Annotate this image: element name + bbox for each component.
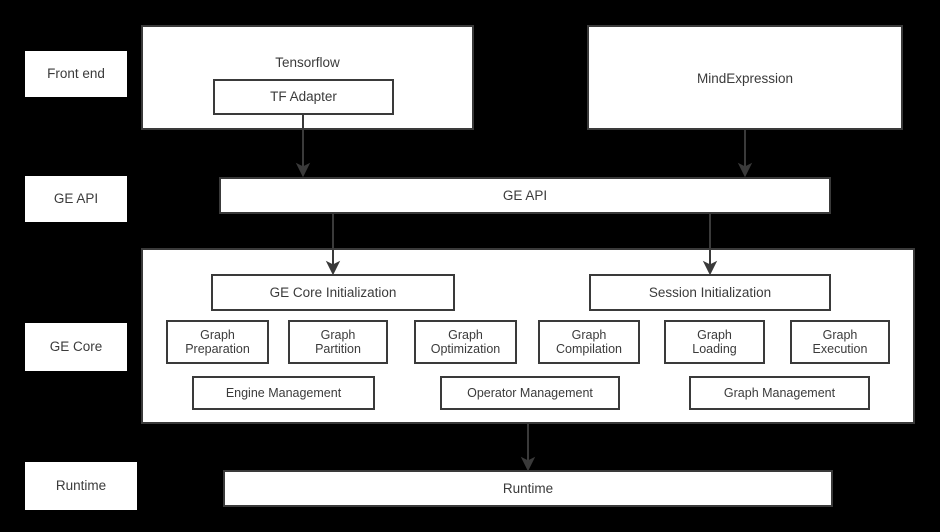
rail-label-ge-api: GE API xyxy=(25,176,127,222)
mindexpression-container xyxy=(587,25,903,130)
tf-adapter-box: TF Adapter xyxy=(213,79,394,115)
mindexpression-title: MindExpression xyxy=(696,71,794,86)
module-graph-execution: Graph Execution xyxy=(790,320,890,364)
module-graph-loading: Graph Loading xyxy=(664,320,765,364)
ge-api-bar: GE API xyxy=(219,177,831,214)
module-graph-compilation: Graph Compilation xyxy=(538,320,640,364)
ge-core-initialization-box: GE Core Initialization xyxy=(211,274,455,311)
module-graph-optimization: Graph Optimization xyxy=(414,320,517,364)
session-initialization-box: Session Initialization xyxy=(589,274,831,311)
module-graph-partition: Graph Partition xyxy=(288,320,388,364)
module-operator-management: Operator Management xyxy=(440,376,620,410)
runtime-bar: Runtime xyxy=(223,470,833,507)
rail-label-ge-core: GE Core xyxy=(25,323,127,371)
rail-label-runtime: Runtime xyxy=(25,462,137,510)
tensorflow-title: Tensorflow xyxy=(275,55,340,70)
module-graph-preparation: Graph Preparation xyxy=(166,320,269,364)
module-graph-management: Graph Management xyxy=(689,376,870,410)
module-engine-management: Engine Management xyxy=(192,376,375,410)
rail-label-front-end: Front end xyxy=(25,51,127,97)
